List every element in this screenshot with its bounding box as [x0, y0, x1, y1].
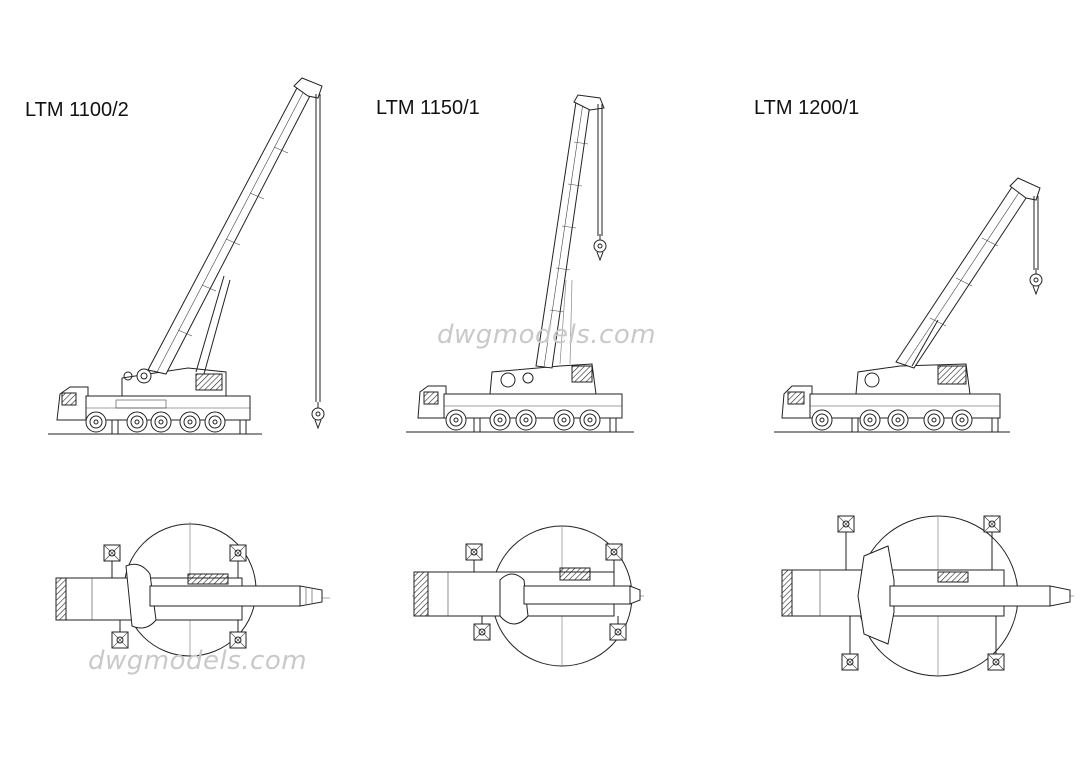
hook-block [311, 401, 325, 429]
wheel [126, 411, 148, 433]
outrigger-pad [103, 544, 121, 562]
outrigger-pad [229, 544, 247, 562]
outrigger-pad [605, 543, 623, 561]
wheel [579, 409, 601, 431]
watermark-text: dwgmodels.com [88, 646, 308, 676]
model-title-ltm-1150-1: LTM 1150/1 [376, 97, 480, 119]
model-title-ltm-1100-2: LTM 1100/2 [25, 99, 129, 121]
wheel [85, 411, 107, 433]
boom-head [573, 94, 605, 111]
turntable [857, 545, 895, 645]
wheel [445, 409, 467, 431]
side-view-ltm-1100-2 [48, 77, 325, 435]
cab-window [423, 391, 439, 405]
counterweight-top [187, 573, 229, 585]
outrigger-pad [473, 623, 491, 641]
hook-block [1029, 267, 1043, 295]
cab-top [781, 569, 793, 617]
luffing-cylinder [559, 279, 567, 365]
wheel [811, 409, 833, 431]
wheel [951, 409, 973, 431]
wheel [859, 409, 881, 431]
boom-top [149, 585, 301, 607]
counterweight [195, 373, 223, 391]
wheel [515, 409, 537, 431]
wheel [150, 411, 172, 433]
telescopic-boom [895, 183, 1031, 369]
superstructure [489, 363, 597, 395]
wheel [179, 411, 201, 433]
telescopic-boom [147, 85, 313, 375]
cab-window [61, 392, 77, 406]
model-title-ltm-1200-1: LTM 1200/1 [754, 97, 860, 119]
top-view-ltm-1200-1 [780, 515, 1074, 677]
wheel [553, 409, 575, 431]
watermark-text: dwgmodels.com [437, 320, 657, 350]
counterweight-top [937, 571, 969, 583]
turntable [499, 573, 529, 625]
cab-top [413, 571, 429, 617]
side-view-ltm-1150-1 [406, 94, 634, 433]
counterweight [937, 365, 967, 385]
cab-top [55, 577, 67, 621]
wheel [923, 409, 945, 431]
boom-tip [299, 585, 323, 607]
turntable [125, 563, 157, 629]
counterweight [571, 365, 593, 383]
boom-head [293, 77, 323, 99]
wheel [489, 409, 511, 431]
top-view-ltm-1150-1 [412, 525, 644, 667]
cab-window [787, 391, 805, 405]
winch-drum [864, 372, 880, 388]
boom-top [523, 585, 631, 605]
outrigger-pad [983, 515, 1001, 533]
side-view-ltm-1200-1 [774, 177, 1043, 433]
winch-drum [136, 368, 152, 384]
outrigger-pad [987, 653, 1005, 671]
outrigger-pad [465, 543, 483, 561]
boom-tip [629, 585, 641, 605]
luffing-cylinder [195, 275, 225, 373]
outrigger-pad [609, 623, 627, 641]
wheel [204, 411, 226, 433]
top-view-ltm-1100-2 [55, 522, 330, 658]
hook-block [593, 233, 607, 261]
counterweight-top [559, 567, 591, 581]
outrigger-pad [841, 653, 859, 671]
outrigger-pad [837, 515, 855, 533]
wheel [887, 409, 909, 431]
boom-top [889, 585, 1051, 607]
luffing-cylinder [911, 319, 939, 367]
boom-head [1009, 177, 1041, 201]
winch-drum [500, 372, 516, 388]
boom-tip [1049, 585, 1071, 607]
